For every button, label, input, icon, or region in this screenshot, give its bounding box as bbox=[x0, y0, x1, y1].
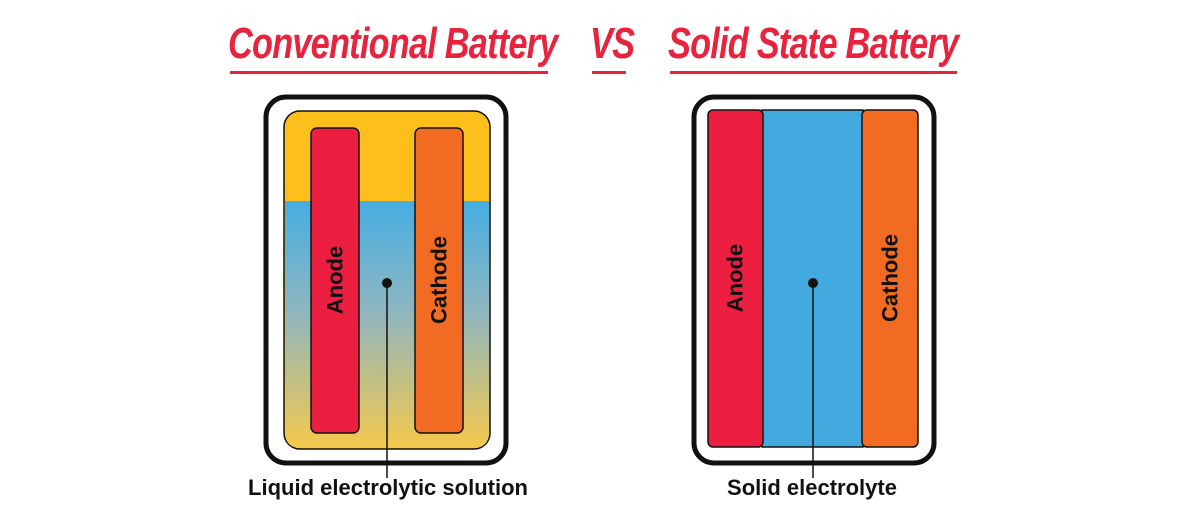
solid-state-battery: Anode Cathode bbox=[691, 94, 937, 478]
solid-state-battery-title: Solid State Battery bbox=[668, 19, 959, 68]
solid-state-cathode-label: Cathode bbox=[878, 234, 903, 322]
vs-underline bbox=[592, 71, 626, 74]
solid-state-anode bbox=[707, 109, 764, 448]
solid-electrolyte-caption: Solid electrolyte bbox=[727, 475, 897, 500]
conventional-battery-title: Conventional Battery bbox=[228, 19, 558, 68]
solid-state-cathode bbox=[861, 109, 919, 448]
solid-state-pointer-dot bbox=[808, 278, 818, 288]
conventional-title-underline bbox=[230, 71, 548, 74]
conventional-battery: Anode Cathode bbox=[263, 94, 509, 478]
conventional-cathode bbox=[414, 127, 464, 434]
vs-label: VS bbox=[590, 19, 635, 68]
liquid-electrolyte-caption: Liquid electrolytic solution bbox=[248, 475, 528, 500]
solid-state-title-underline bbox=[670, 71, 957, 74]
conventional-anode bbox=[310, 127, 360, 434]
conventional-cathode-label: Cathode bbox=[427, 236, 452, 324]
conventional-anode-label: Anode bbox=[323, 246, 348, 314]
conventional-pointer-dot bbox=[382, 278, 392, 288]
solid-state-anode-label: Anode bbox=[723, 244, 748, 312]
